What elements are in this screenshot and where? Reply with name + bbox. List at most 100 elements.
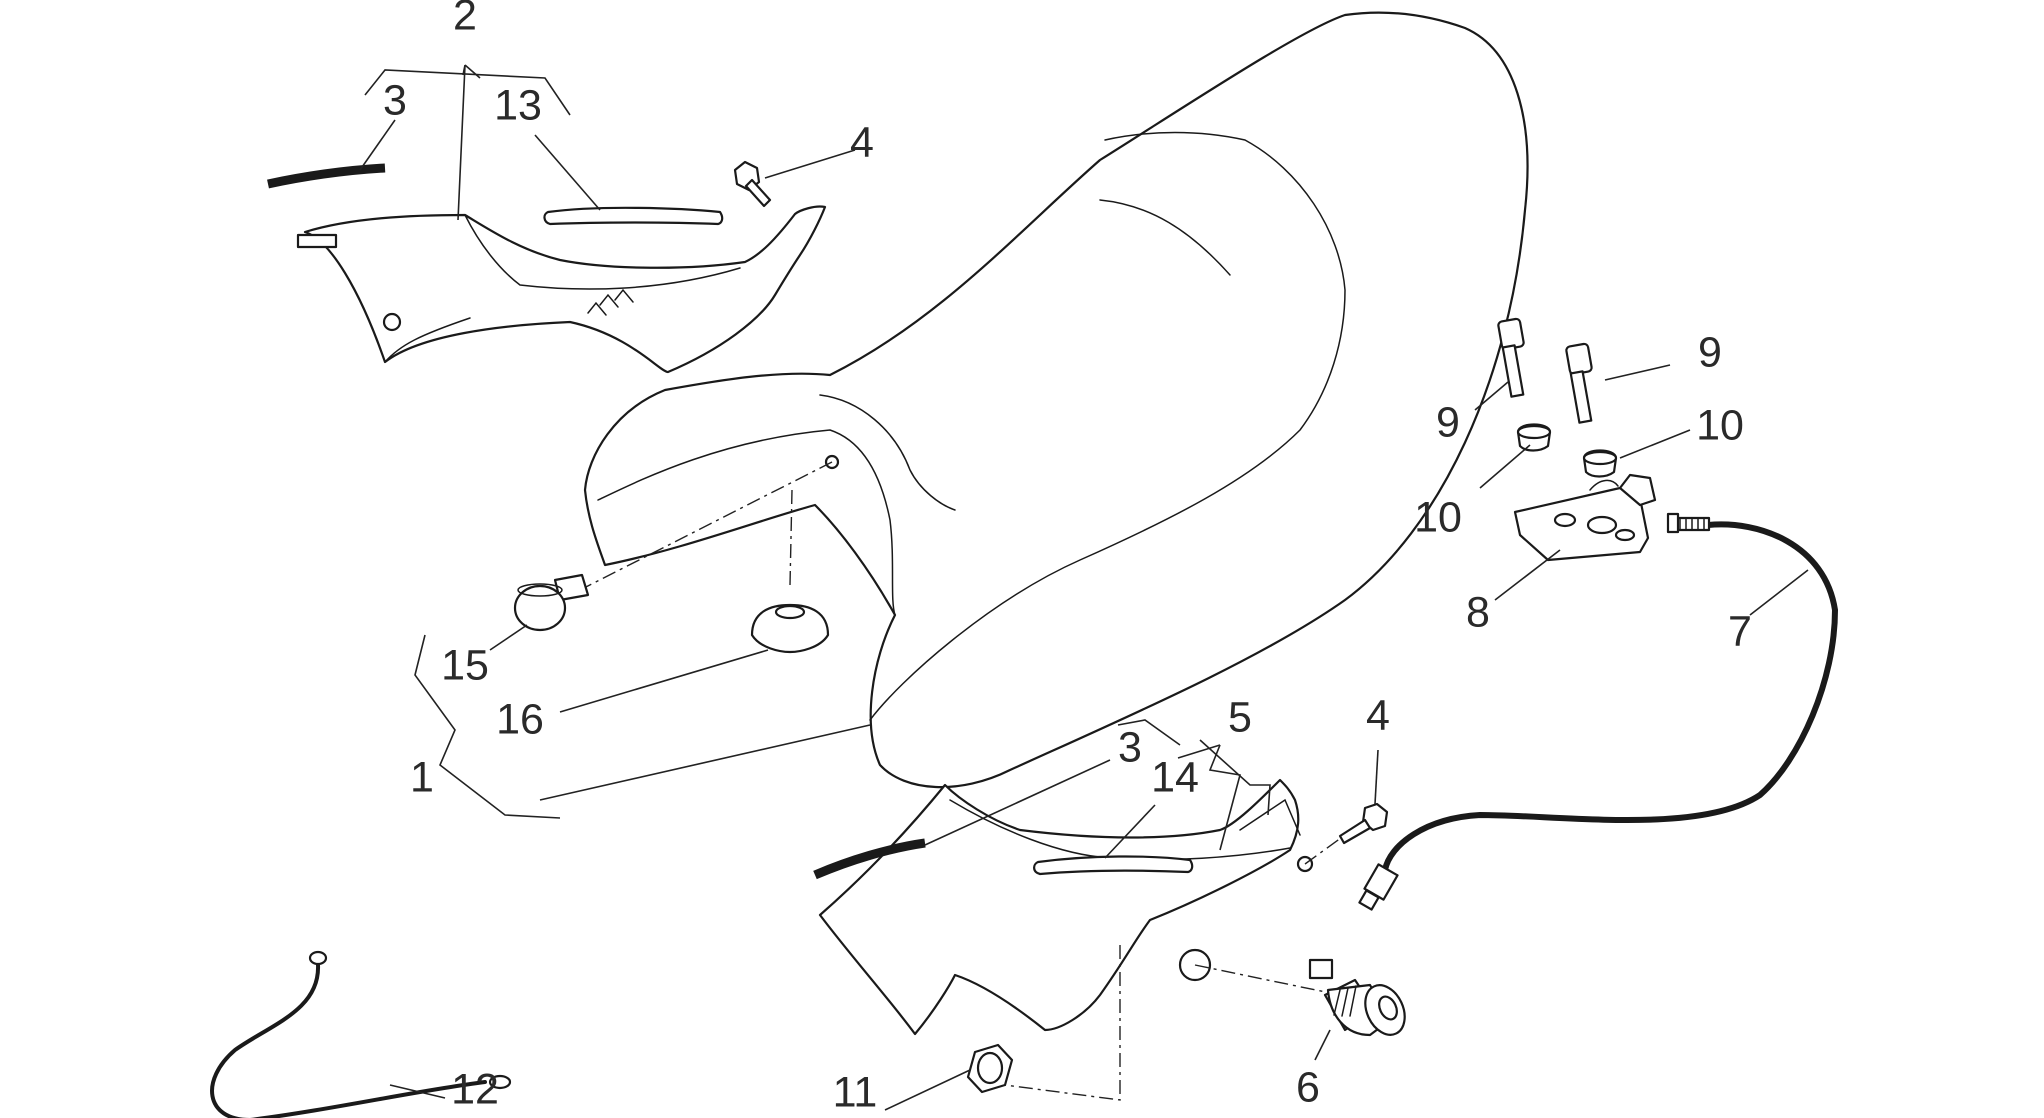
leader-8 — [1494, 549, 1561, 601]
leader-11 — [884, 1069, 971, 1111]
nut-11 — [966, 1043, 1014, 1094]
callout-labels: 2 3 13 4 1 15 16 9 9 10 10 8 7 5 3 14 4 … — [383, 0, 1752, 1116]
left-side-fairing — [267, 163, 827, 374]
callout-15: 15 — [441, 641, 489, 689]
leader-16 — [559, 649, 769, 713]
leader-10-left — [1479, 444, 1531, 489]
callout-13: 13 — [494, 81, 542, 129]
leader-9-right — [1604, 364, 1671, 381]
bracket-5 — [1117, 719, 1271, 816]
adhesive-strip-14 — [1033, 855, 1194, 876]
seat-grab-rail — [597, 429, 896, 616]
seat-top-pan-edge — [869, 131, 1346, 721]
leader-2-b — [464, 64, 481, 79]
right-fairing-panel — [818, 778, 1300, 1036]
seat — [579, 11, 1529, 789]
callout-9-right: 9 — [1698, 328, 1722, 376]
leader-6 — [1314, 1029, 1331, 1061]
screw-4-lower-shank — [1338, 818, 1372, 845]
screw-9-right-head — [1565, 342, 1593, 376]
callout-8: 8 — [1466, 588, 1490, 636]
seat-outline — [583, 11, 1529, 789]
leader-7 — [1749, 569, 1809, 616]
screw-9-right — [1565, 342, 1593, 424]
callout-14: 14 — [1151, 753, 1199, 801]
trim-strip-3-upper — [267, 163, 386, 189]
right-fairing-mount — [1239, 798, 1301, 836]
callout-12: 12 — [451, 1065, 499, 1113]
callout-5: 5 — [1228, 693, 1252, 741]
leader-12 — [389, 1084, 446, 1099]
leader-lines — [359, 64, 1809, 1111]
leader-5-a — [1177, 744, 1221, 759]
bush-10-left — [1516, 423, 1552, 452]
adhesive-strip-13 — [543, 206, 724, 226]
callout-16: 16 — [496, 695, 544, 743]
screw-4-centerline — [1304, 834, 1346, 865]
callout-2: 2 — [453, 0, 477, 39]
leader-13 — [534, 134, 601, 211]
latch-8-hook — [1618, 473, 1657, 507]
cable-12-ring-top — [308, 950, 328, 966]
rubber-knob-15 — [513, 573, 590, 632]
screw-4-upper — [733, 160, 772, 208]
callout-11: 11 — [833, 1068, 878, 1116]
cable-7-spring-coils — [1679, 517, 1705, 531]
latch-8-hole-right — [1614, 528, 1636, 542]
trim-strip-3-lower — [813, 838, 926, 880]
lock-centerline — [1194, 964, 1341, 996]
screw-4-upper-shank — [744, 178, 772, 208]
callout-3-lower: 3 — [1118, 723, 1142, 771]
seat-lock-6 — [1308, 958, 1406, 1037]
lock-6-tab — [1308, 958, 1334, 980]
knob-15-body — [513, 584, 567, 632]
left-fairing-clip — [587, 288, 634, 316]
seat-inner-rail — [819, 394, 956, 511]
seat-centerline-16 — [789, 489, 793, 586]
latch-8-hole-left — [1553, 512, 1577, 528]
leader-2-a — [457, 64, 466, 221]
rubber-buffer-16 — [750, 603, 830, 654]
seat-centerline-15 — [579, 461, 833, 591]
buffer-16-body — [750, 603, 830, 654]
screw-4-lower — [1338, 802, 1389, 845]
latch-8-spring — [1589, 479, 1619, 491]
cable-7-end-fitting — [1358, 889, 1380, 911]
callout-10-right: 10 — [1696, 401, 1744, 449]
screw-9-right-shank — [1569, 370, 1593, 424]
release-cable-7 — [1358, 512, 1839, 911]
leader-9-left — [1474, 381, 1509, 411]
callout-4-lower: 4 — [1366, 691, 1390, 739]
leader-10-right — [1619, 429, 1691, 459]
callout-3-upper: 3 — [383, 76, 407, 124]
leader-3-lower — [924, 759, 1111, 846]
seat-contour — [1099, 199, 1231, 276]
leader-4-upper — [764, 149, 856, 179]
callout-9-left: 9 — [1436, 398, 1460, 446]
cable-7-nipple — [1666, 512, 1680, 534]
lock-6-threads — [1333, 985, 1357, 1017]
latch-8-plate — [1513, 486, 1650, 562]
leader-5-b — [1208, 744, 1241, 851]
left-fairing-lower — [384, 317, 471, 363]
callout-6: 6 — [1296, 1063, 1320, 1111]
latch-8-hole-center — [1586, 515, 1618, 535]
left-fairing-label — [296, 233, 338, 249]
leader-3-upper — [359, 119, 396, 171]
cable-12-ring-end — [488, 1074, 512, 1090]
earth-cable-12 — [210, 950, 512, 1118]
lock-6-keyhole — [1378, 995, 1398, 1021]
nut-centerline — [1004, 945, 1121, 1101]
screw-9-left-shank — [1501, 344, 1525, 398]
bush-10-right-top — [1582, 450, 1618, 466]
cable-7-inner — [1383, 522, 1837, 872]
cable-12-wire — [210, 963, 487, 1118]
right-side-fairing — [813, 778, 1346, 1101]
callout-7: 7 — [1728, 607, 1752, 655]
left-fairing-hole — [382, 312, 402, 332]
leader-1 — [539, 724, 871, 801]
leader-15 — [489, 624, 528, 651]
leader-14 — [1104, 804, 1156, 859]
